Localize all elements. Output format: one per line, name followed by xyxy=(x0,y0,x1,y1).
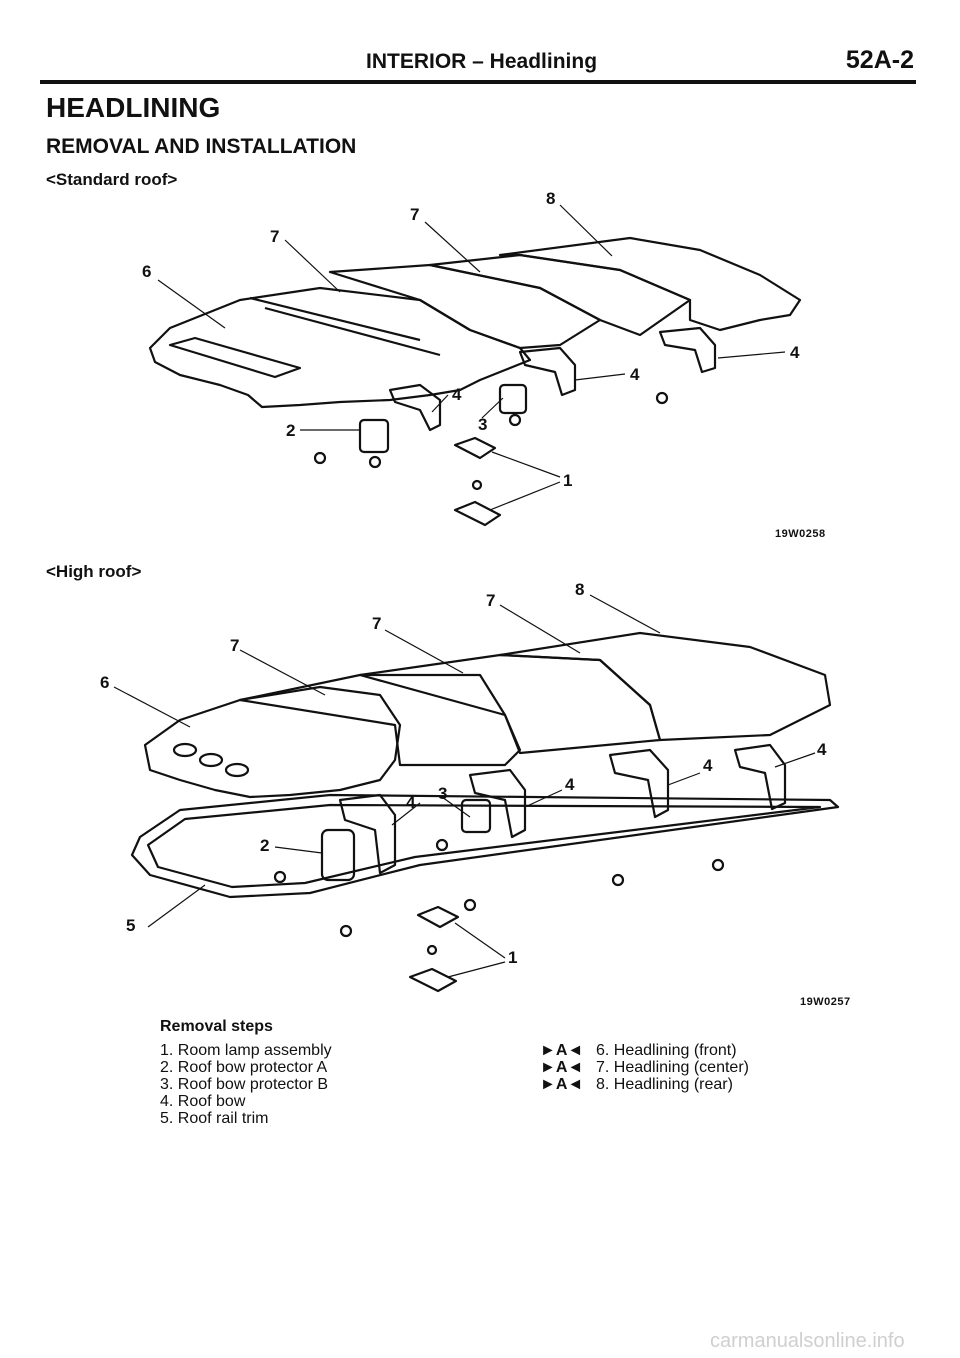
list-item: ►A◄ 8. Headlining (rear) xyxy=(540,1076,749,1093)
list-item: ►A◄ 6. Headlining (front) xyxy=(540,1042,749,1059)
roof-bow-front xyxy=(388,383,442,432)
screw xyxy=(655,391,669,405)
screw xyxy=(435,838,449,852)
svg-text:7: 7 xyxy=(230,636,239,655)
diagram-standard-roof: 6 7 7 8 4 4 4 3 2 1 xyxy=(142,189,802,527)
removal-steps-left: 1. Room lamp assembly 2. Roof bow protec… xyxy=(160,1042,332,1127)
roof-bow-mid-1 xyxy=(468,768,527,839)
headlining-center-panel-1 xyxy=(238,673,522,767)
list-item: ►A◄ 7. Headlining (center) xyxy=(540,1059,749,1076)
svg-text:8: 8 xyxy=(575,580,584,599)
svg-text:4: 4 xyxy=(703,756,713,775)
headlining-front-panel xyxy=(143,685,402,799)
svg-text:4: 4 xyxy=(565,775,575,794)
svg-text:3: 3 xyxy=(438,784,447,803)
headlining-rear-panel xyxy=(498,631,832,742)
svg-text:7: 7 xyxy=(372,614,381,633)
removal-steps: Removal steps 1. Room lamp assembly 2. R… xyxy=(160,1018,880,1127)
room-lamp-base xyxy=(416,905,460,929)
watermark: carmanualsonline.info xyxy=(710,1330,905,1352)
reference-mark: ►A◄ xyxy=(540,1076,584,1093)
room-lamp-base xyxy=(453,436,497,460)
section-heading: HEADLINING xyxy=(46,92,221,123)
figure-id-standard: 19W0258 xyxy=(775,528,826,540)
list-item: 5. Roof rail trim xyxy=(160,1110,269,1127)
section-subheading: REMOVAL AND INSTALLATION xyxy=(46,135,357,158)
front-panel-grab-opening xyxy=(198,752,224,768)
page-header: INTERIOR – Headlining 52A-2 xyxy=(0,46,960,86)
screw xyxy=(273,870,287,884)
figure-id-high: 19W0257 xyxy=(800,996,851,1008)
svg-text:8: 8 xyxy=(546,189,555,208)
header-title: INTERIOR – Headlining xyxy=(366,50,598,73)
front-panel-rib-2 xyxy=(264,306,441,357)
figure-caption-standard: <Standard roof> xyxy=(46,170,178,189)
svg-text:4: 4 xyxy=(630,365,640,384)
roof-bow-protector-b xyxy=(460,798,492,834)
svg-text:4: 4 xyxy=(406,793,416,812)
roof-bow-mid-1 xyxy=(518,346,577,397)
screw xyxy=(508,413,522,427)
screw xyxy=(313,451,327,465)
front-panel-grab-opening xyxy=(224,762,250,778)
svg-text:4: 4 xyxy=(790,343,800,362)
roof-bow-mid-2 xyxy=(658,326,717,374)
roof-rail-trim-inner xyxy=(146,803,822,889)
headlining-rear-panel xyxy=(498,236,802,332)
svg-text:1: 1 xyxy=(508,948,517,967)
front-panel-sunvisor-recess xyxy=(168,336,302,379)
page-number: 52A-2 xyxy=(845,46,914,74)
headlining-center-panel-2 xyxy=(428,253,692,337)
step-label: 7. Headlining (center) xyxy=(596,1059,749,1076)
reference-mark: ►A◄ xyxy=(540,1042,584,1059)
figure-high-roof: 6 7 7 7 8 4 4 4 4 3 2 5 1 19W0257 xyxy=(0,575,960,1015)
figure-standard-roof: 6 7 7 8 4 4 4 3 2 1 19W0258 xyxy=(0,180,960,550)
screw xyxy=(339,924,353,938)
screw xyxy=(463,898,477,912)
svg-text:7: 7 xyxy=(486,591,495,610)
screw xyxy=(611,873,625,887)
removal-steps-right: ►A◄ 6. Headlining (front) ►A◄ 7. Headlinin… xyxy=(540,1042,749,1093)
front-panel-grab-opening xyxy=(172,742,198,758)
step-label: 8. Headlining (rear) xyxy=(596,1076,733,1093)
list-item: 1. Room lamp assembly xyxy=(160,1042,332,1059)
diagram-high-roof: 6 7 7 7 8 4 4 4 4 3 2 5 1 xyxy=(100,580,840,993)
roof-bow-front xyxy=(338,793,397,875)
screw xyxy=(471,479,483,491)
list-item: 3. Roof bow protector B xyxy=(160,1076,329,1093)
svg-text:5: 5 xyxy=(126,916,135,935)
roof-bow-rear xyxy=(733,743,787,811)
step-label: 6. Headlining (front) xyxy=(596,1042,737,1059)
room-lamp-lens xyxy=(408,967,458,993)
svg-text:1: 1 xyxy=(563,471,572,490)
reference-mark: ►A◄ xyxy=(540,1059,584,1076)
header-rule xyxy=(40,80,916,84)
headlining-center-panel-2 xyxy=(358,653,662,755)
screw xyxy=(426,944,438,956)
svg-text:4: 4 xyxy=(452,385,462,404)
roof-bow-protector-a xyxy=(358,418,390,454)
room-lamp-lens xyxy=(453,500,502,527)
screw xyxy=(711,858,725,872)
removal-steps-title: Removal steps xyxy=(160,1018,273,1035)
svg-text:7: 7 xyxy=(410,205,419,224)
svg-text:4: 4 xyxy=(817,740,827,759)
screw xyxy=(368,455,382,469)
svg-text:2: 2 xyxy=(286,421,295,440)
front-panel-rib-1 xyxy=(249,296,421,342)
roof-bow-protector-b xyxy=(498,383,528,415)
svg-text:6: 6 xyxy=(142,262,151,281)
svg-text:6: 6 xyxy=(100,673,109,692)
list-item: 4. Roof bow xyxy=(160,1093,246,1110)
roof-bow-protector-a xyxy=(320,828,356,882)
list-item: 2. Roof bow protector A xyxy=(160,1059,328,1076)
svg-text:3: 3 xyxy=(478,415,487,434)
roof-bow-mid-2 xyxy=(608,748,670,819)
svg-text:7: 7 xyxy=(270,227,279,246)
roof-rail-trim xyxy=(130,793,840,899)
headlining-front-panel xyxy=(148,286,532,409)
figure-caption-high: <High roof> xyxy=(46,562,142,581)
svg-text:2: 2 xyxy=(260,836,269,855)
